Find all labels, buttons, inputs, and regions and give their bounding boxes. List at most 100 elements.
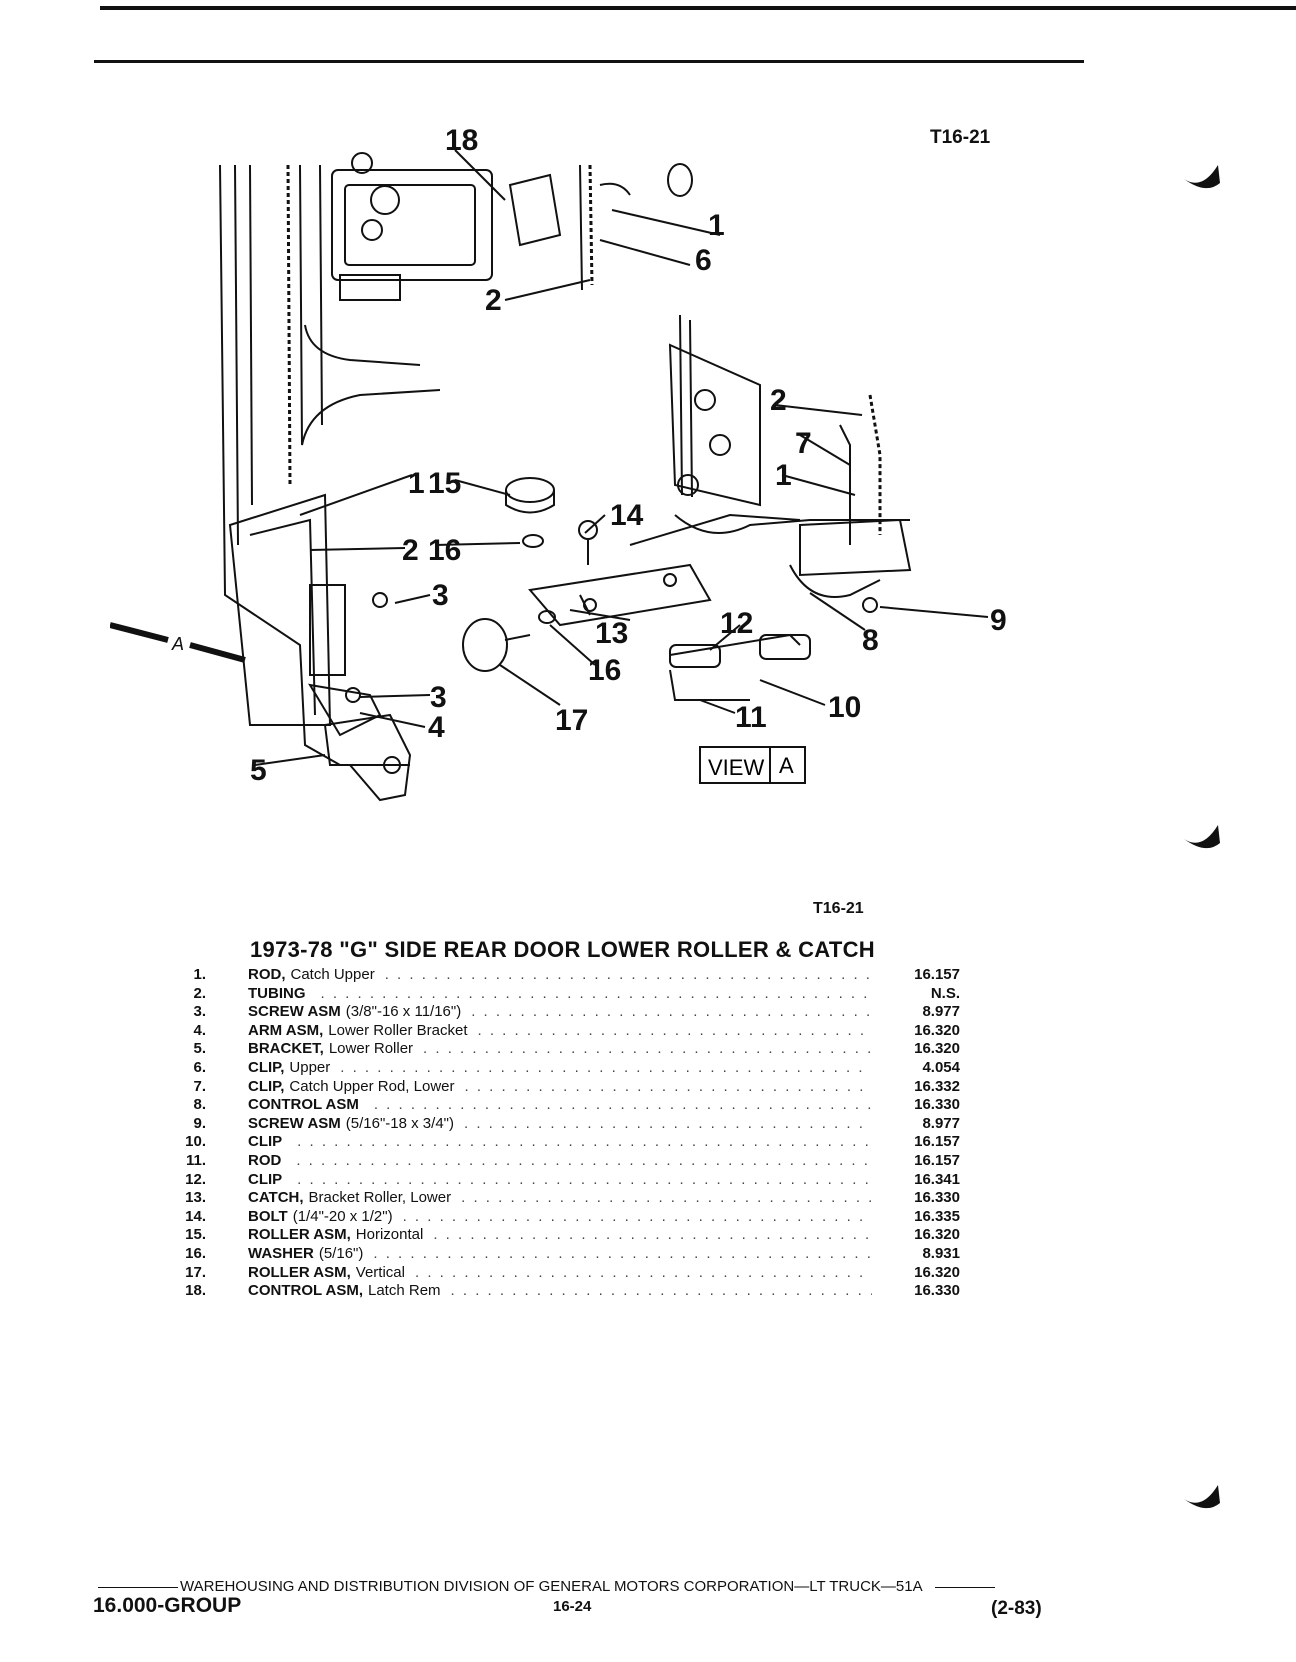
part-name: CATCH,	[248, 1189, 304, 1207]
callout-11: 11	[735, 701, 767, 734]
part-group-code: 16.320	[914, 1226, 960, 1244]
part-group-code: 16.320	[914, 1021, 960, 1039]
part-number: 14.	[185, 1207, 206, 1225]
leader-dots	[297, 1171, 872, 1190]
diagram-callouts: 18 1 6 2 2 7 1 1 15 14 2 16 3 13 12 9 8 …	[171, 125, 1007, 787]
callout-10: 10	[828, 691, 861, 724]
part-group-code: 16.335	[914, 1207, 960, 1225]
callout-16-lower: 16	[588, 654, 621, 687]
part-description: Catch Upper	[290, 966, 375, 983]
part-name: ROD,	[248, 966, 286, 983]
callout-16-top: 16	[428, 534, 461, 567]
part-name: ROLLER ASM,	[248, 1263, 351, 1281]
exploded-parts-diagram: 18 1 6 2 2 7 1 1 15 14 2 16 3 13 12 9 8 …	[110, 125, 1007, 802]
leader-lines	[110, 149, 989, 766]
part-description: (1/4"-20 x 1/2")	[292, 1207, 393, 1225]
callout-2-right: 2	[770, 384, 787, 417]
leader-dots	[321, 985, 873, 1004]
part-name: CLIP	[248, 1170, 283, 1188]
leader-dots	[461, 1189, 872, 1208]
part-group-code: 8.931	[922, 1244, 960, 1262]
part-name: ARM ASM,	[248, 1021, 324, 1039]
leader-dots	[415, 1264, 872, 1283]
part-group-code: 16.157	[914, 966, 960, 983]
footer-division: WAREHOUSING AND DISTRIBUTION DIVISION OF…	[98, 1578, 995, 1595]
part-name: SCREW ASM	[248, 1114, 341, 1132]
part-row: 18. CONTROL ASM, Latch Rem 16.330	[160, 1282, 960, 1301]
part-row: 2.TUBINGN.S.	[160, 985, 960, 1004]
binding-mark-icon	[1184, 825, 1220, 849]
part-row: 6.CLIP,Upper4.054	[160, 1059, 960, 1078]
footer-division-text: WAREHOUSING AND DISTRIBUTION DIVISION OF…	[180, 1578, 923, 1595]
part-number: 11.	[185, 1151, 206, 1169]
callout-5: 5	[250, 754, 267, 787]
part-group-code: 8.977	[922, 1003, 960, 1021]
callout-2-left: 2	[402, 534, 419, 567]
part-row: 13.CATCH,Bracket Roller, Lower16.330	[160, 1189, 960, 1208]
leader-dots	[433, 1226, 872, 1245]
part-name: CONTROL ASM,	[248, 1282, 363, 1300]
footer-group: 16.000-GROUP	[93, 1594, 242, 1617]
part-number: 16.	[185, 1244, 206, 1262]
part-description: Catch Upper Rod, Lower	[289, 1077, 455, 1095]
part-group-code: 8.977	[922, 1114, 960, 1132]
part-group-code: 16.330	[914, 1096, 960, 1114]
part-group-code: 16.157	[914, 1133, 960, 1151]
part-number: 1.	[193, 966, 206, 983]
view-arrow-letter: A	[171, 634, 184, 654]
part-row: 4.ARM ASM,Lower Roller Bracket16.320	[160, 1022, 960, 1041]
part-row: 12.CLIP16.341	[160, 1171, 960, 1190]
leader-dots	[297, 1133, 872, 1152]
callout-14: 14	[610, 499, 644, 532]
leader-dots	[423, 1040, 872, 1059]
part-name: ROLLER ASM,	[248, 1226, 351, 1244]
callout-4: 4	[428, 711, 445, 744]
callout-15: 15	[428, 467, 461, 500]
view-a-box: VIEW A	[699, 746, 806, 784]
part-name: TUBING	[248, 984, 306, 1002]
callout-18: 18	[445, 125, 478, 157]
part-group-code: 16.320	[914, 1040, 960, 1058]
binding-mark-icon	[1184, 165, 1220, 189]
part-name: CLIP	[248, 1133, 283, 1151]
leader-dots	[403, 1208, 872, 1227]
top-scan-edge	[100, 6, 1296, 10]
view-letter: A	[779, 753, 794, 778]
part-group-code: 16.320	[914, 1263, 960, 1281]
leader-dots	[340, 1059, 872, 1078]
callout-13: 13	[595, 617, 628, 650]
part-group-code: 16.330	[914, 1282, 960, 1300]
callout-17: 17	[555, 704, 588, 737]
footer-revision: (2-83)	[991, 1598, 1042, 1619]
part-row: 11.ROD16.157	[160, 1152, 960, 1171]
callout-9: 9	[990, 604, 1007, 637]
part-group-code: 4.054	[922, 1058, 960, 1076]
part-description: Lower Roller	[328, 1040, 414, 1058]
part-description: Latch Rem	[368, 1282, 441, 1300]
view-label: VIEW	[708, 755, 764, 780]
part-row: 16.WASHER(5/16")8.931	[160, 1245, 960, 1264]
part-number: 3.	[193, 1003, 206, 1021]
part-number: 12.	[185, 1170, 206, 1188]
header-rule	[94, 60, 1084, 63]
leader-dots	[471, 1003, 872, 1022]
callout-2-top: 2	[485, 284, 502, 317]
part-number: 7.	[193, 1077, 206, 1095]
callout-3-lower: 3	[430, 681, 447, 714]
leader-dots	[385, 966, 872, 985]
parts-list-title: 1973-78 "G" SIDE REAR DOOR LOWER ROLLER …	[250, 937, 875, 962]
part-group-code: 16.157	[914, 1151, 960, 1169]
part-row: 15.ROLLER ASM,Horizontal16.320	[160, 1226, 960, 1245]
part-number: 9.	[193, 1114, 206, 1132]
parts-list: 1.ROD,Catch Upper16.1572.TUBINGN.S.3.SCR…	[160, 966, 960, 1301]
callout-7: 7	[795, 427, 812, 460]
part-name: BOLT	[248, 1207, 288, 1225]
part-row: 14. BOLT(1/4"-20 x 1/2") 16.335	[160, 1208, 960, 1227]
part-number: 18.	[185, 1282, 206, 1300]
callout-6: 6	[695, 244, 712, 277]
part-row: 10.CLIP16.157	[160, 1133, 960, 1152]
part-number: 2.	[193, 984, 206, 1002]
door-panel-drawing	[219, 152, 912, 802]
leader-dots	[464, 1115, 872, 1134]
part-name: BRACKET,	[248, 1040, 324, 1058]
